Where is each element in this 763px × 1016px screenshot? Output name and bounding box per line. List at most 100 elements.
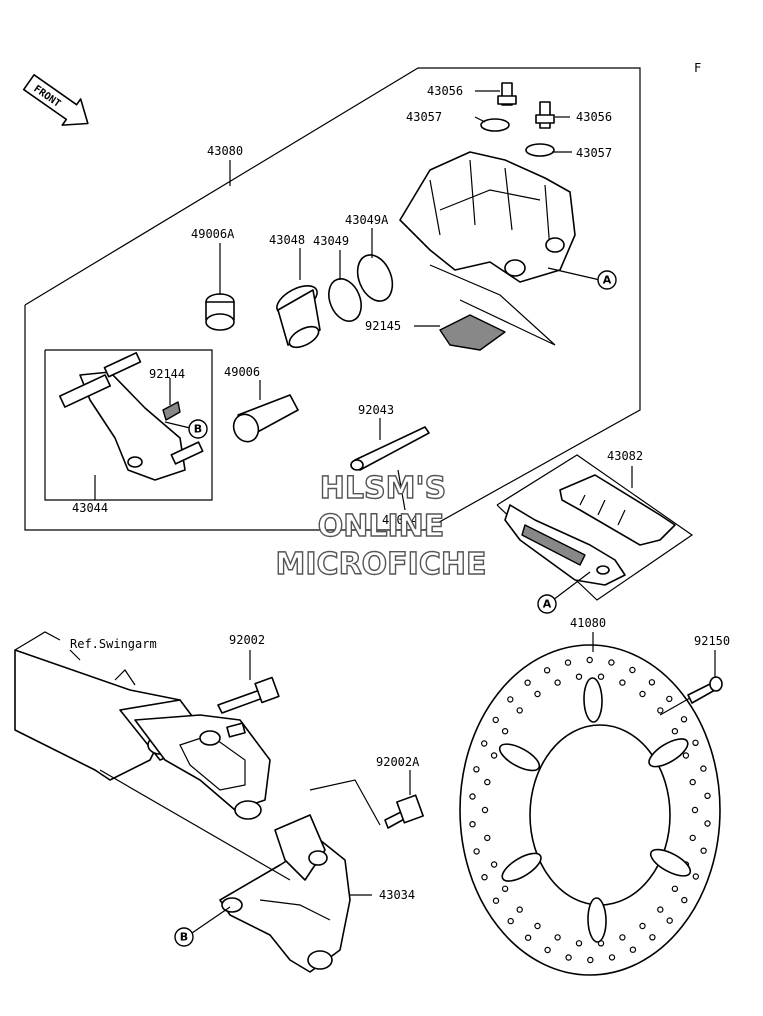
pad-pin-92043 [350, 426, 430, 471]
disc-hole [554, 679, 561, 686]
bracket-43034-guide [309, 779, 381, 826]
leader-callout-a2 [552, 571, 591, 601]
label-43080: 43080 [207, 144, 243, 158]
page-letter: F [694, 61, 701, 75]
disc-slot [649, 848, 692, 877]
bleeder-screw-lower [535, 101, 555, 129]
piston-43048 [276, 285, 321, 349]
label-43044: 43044 [72, 501, 108, 515]
callout-a1 [597, 270, 617, 290]
disc-hole [692, 739, 699, 747]
disc-hole [534, 922, 541, 930]
disc-slots [498, 677, 692, 943]
ref-swingarm-label: Ref.Swingarm [70, 637, 157, 651]
disc-hole [682, 752, 690, 759]
leader-callout-b1 [164, 421, 191, 429]
disc-hole [501, 728, 509, 735]
leader-92150-b [659, 697, 691, 716]
label-43056b: 43056 [576, 110, 612, 124]
label-43057b: 43057 [576, 146, 612, 160]
callout-b2-label: B [180, 931, 188, 944]
disc-slot [583, 677, 603, 723]
washer-upper [480, 118, 510, 132]
leader-callout-b2 [191, 906, 231, 934]
disc-hole [544, 946, 551, 954]
caliper-bracket-43034 [219, 814, 351, 973]
washer-lower [525, 143, 555, 157]
disc-hole [648, 679, 656, 686]
disc-slot [648, 738, 689, 768]
disc-hole [469, 793, 476, 800]
label-92150: 92150 [694, 634, 730, 648]
disc-hole [657, 707, 664, 714]
disc-hole [481, 874, 488, 881]
label-43048: 43048 [269, 233, 305, 247]
disc-hole [692, 873, 700, 880]
callout-a2 [537, 594, 557, 614]
label-49006: 49006 [224, 365, 260, 379]
disc-hole [507, 917, 514, 925]
caliper-bracket-43044 [59, 352, 204, 481]
disc-hole [501, 885, 509, 893]
disc-hole [516, 707, 523, 714]
disc-hole [608, 954, 616, 961]
callout-b2 [174, 927, 194, 947]
front-arrow: FRONT [22, 74, 89, 126]
brake-pad-front [504, 504, 626, 586]
label-43049: 43049 [313, 234, 349, 248]
callout-b1-label: B [194, 423, 202, 436]
disc-hole [671, 885, 679, 893]
bolt-small [226, 722, 246, 738]
disc-hole [608, 659, 615, 666]
leader-callout-a1 [547, 267, 601, 281]
bleeder-screw-upper [497, 82, 517, 106]
disc-hole [524, 934, 532, 941]
disc-hole [524, 679, 531, 686]
disc-hole [700, 847, 707, 854]
disc-hole [629, 946, 637, 953]
disc-hole [554, 934, 561, 941]
label-92145: 92145 [365, 319, 401, 333]
disc-hole [649, 934, 656, 941]
label-43049a: 43049A [345, 213, 389, 227]
pad-spring-92145 [439, 314, 506, 351]
disc-hole [671, 728, 679, 735]
disc-hole [689, 834, 696, 842]
brake-disc-41080 [459, 644, 721, 976]
disc-hole [564, 659, 572, 666]
disc-hole [565, 954, 572, 961]
leader-43084 [397, 469, 406, 511]
label-43084: 43084 [382, 513, 418, 527]
leader-43057a [474, 116, 486, 123]
bracket-box-outline [44, 349, 213, 501]
boot-49006a [205, 293, 235, 331]
disc-hole [490, 861, 498, 868]
disc-hole [490, 752, 498, 759]
disc-hole [575, 940, 583, 947]
disc-slot [587, 897, 607, 943]
disc-hole [657, 906, 664, 913]
disc-hole [492, 897, 500, 904]
torque-link-bracket [134, 714, 271, 820]
disc-hole [543, 667, 551, 674]
label-41080: 41080 [570, 616, 606, 630]
disc-hole [666, 917, 673, 924]
disc-hole [619, 679, 626, 686]
assembly-43080-outline [24, 67, 641, 531]
disc-hole [666, 695, 673, 703]
disc-hole [484, 834, 491, 842]
disc-hole [700, 765, 707, 772]
label-43056a: 43056 [427, 84, 463, 98]
disc-hole [681, 896, 688, 904]
label-43082: 43082 [607, 449, 643, 463]
caliper-body [399, 151, 576, 346]
bolt-92002a [384, 794, 424, 829]
disc-hole [516, 906, 523, 913]
callout-a2-label: A [543, 598, 552, 611]
disc-hole [473, 766, 480, 773]
disc-hole [639, 922, 646, 930]
label-92002: 92002 [229, 633, 265, 647]
disc-slot [501, 852, 542, 882]
disc-hole [534, 690, 541, 698]
